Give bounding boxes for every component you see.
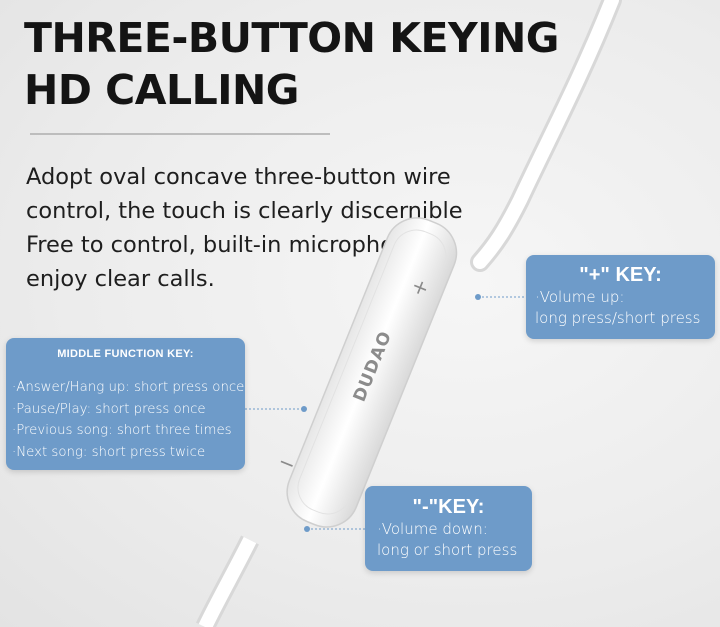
middle-key-line: ·Answer/Hang up: short press once xyxy=(12,380,245,395)
middle-key-line: ·Previous song: short three times xyxy=(12,423,232,438)
headline: THREE-BUTTON KEYING HD CALLING xyxy=(24,12,584,116)
minus-key-line: ·Volume down: xyxy=(377,520,488,538)
headline-line-1: THREE-BUTTON KEYING xyxy=(24,14,559,62)
description-line: Adopt oval concave three-button wire xyxy=(26,164,451,190)
title-divider xyxy=(30,133,330,135)
plus-key-callout: "+" KEY: ·Volume up: long press/short pr… xyxy=(526,255,715,339)
description-line: control, the touch is clearly discernibl… xyxy=(26,198,463,224)
remote-controller-body xyxy=(286,217,458,528)
plus-key-line: ·Volume up: xyxy=(535,288,625,306)
minus-key-callout: "-"KEY: ·Volume down: long or short pres… xyxy=(365,486,532,571)
minus-key-title: "-"KEY: xyxy=(412,496,485,518)
plus-key-title: "+" KEY: xyxy=(579,264,662,286)
middle-key-title: MIDDLE FUNCTION KEY: xyxy=(57,348,194,360)
middle-key-line: ·Next song: short press twice xyxy=(12,444,206,460)
middle-key-callout: MIDDLE FUNCTION KEY: ·Answer/Hang up: sh… xyxy=(6,338,245,470)
plus-key-line: long press/short press xyxy=(535,309,701,327)
feature-description: Adopt oval concave three-button wire con… xyxy=(26,160,496,296)
description-line: enjoy clear calls. xyxy=(26,266,215,292)
middle-key-line: ·Pause/Play: short press once xyxy=(12,401,206,417)
minus-key-line: long or short press xyxy=(377,541,518,559)
headline-line-2: HD CALLING xyxy=(24,66,299,114)
description-line: Free to control, built-in microphone, xyxy=(26,232,430,258)
